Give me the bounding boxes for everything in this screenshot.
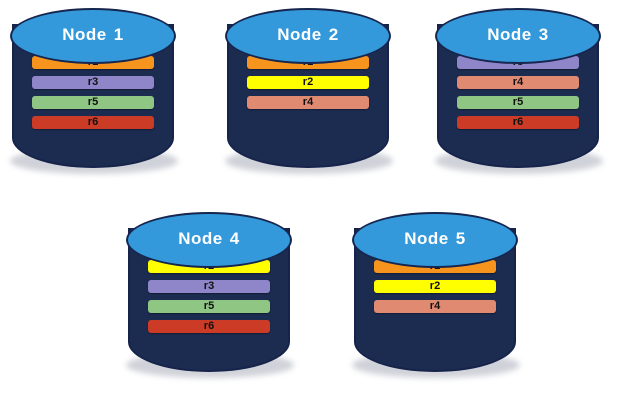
- record-label: r4: [429, 299, 441, 312]
- record-bar[interactable]: r5: [32, 96, 154, 109]
- record-bar[interactable]: r2: [374, 280, 496, 293]
- cylinder-lid: Node 2: [225, 8, 391, 64]
- node-title: Node 4: [178, 229, 239, 249]
- record-bar[interactable]: r3: [32, 76, 154, 89]
- record-label: r5: [87, 95, 99, 108]
- record-bar[interactable]: r6: [148, 320, 270, 333]
- record-list: r1r2r4: [374, 260, 496, 320]
- database-node-5[interactable]: r1r2r4Node5: [342, 206, 528, 386]
- node-title-number: 1: [113, 25, 124, 44]
- record-label: r5: [512, 95, 524, 108]
- record-list: r1r3r5r6: [32, 56, 154, 136]
- node-title-number: 3: [538, 25, 549, 44]
- record-bar[interactable]: r2: [247, 76, 369, 89]
- database-node-3[interactable]: r3r4r5r6Node3: [425, 2, 611, 182]
- node-title-number: 5: [455, 229, 466, 248]
- node-title-number: 4: [229, 229, 240, 248]
- record-list: r2r3r5r6: [148, 260, 270, 340]
- record-bar[interactable]: r3: [148, 280, 270, 293]
- node-title: Node 3: [487, 25, 548, 45]
- record-label: r3: [203, 279, 215, 292]
- node-title: Node 2: [277, 25, 338, 45]
- node-title-prefix: Node: [62, 25, 107, 44]
- record-label: r2: [429, 279, 441, 292]
- record-list: r3r4r5r6: [457, 56, 579, 136]
- node-title-prefix: Node: [404, 229, 449, 248]
- record-label: r4: [302, 95, 314, 108]
- record-bar[interactable]: r6: [457, 116, 579, 129]
- record-label: r5: [203, 299, 215, 312]
- record-bar[interactable]: r4: [457, 76, 579, 89]
- record-label: r6: [87, 115, 99, 128]
- record-label: r4: [512, 75, 524, 88]
- node-title-prefix: Node: [277, 25, 322, 44]
- database-node-2[interactable]: r1r2r4Node2: [215, 2, 401, 182]
- record-label: r2: [302, 75, 314, 88]
- record-bar[interactable]: r5: [148, 300, 270, 313]
- cylinder-lid: Node 3: [435, 8, 601, 64]
- record-label: r6: [203, 319, 215, 332]
- cylinder-lid: Node 1: [10, 8, 176, 64]
- node-title: Node 5: [404, 229, 465, 249]
- record-bar[interactable]: r6: [32, 116, 154, 129]
- record-label: r3: [87, 75, 99, 88]
- record-list: r1r2r4: [247, 56, 369, 116]
- database-node-4[interactable]: r2r3r5r6Node4: [116, 206, 302, 386]
- node-title-prefix: Node: [178, 229, 223, 248]
- record-bar[interactable]: r4: [247, 96, 369, 109]
- node-title-number: 2: [328, 25, 339, 44]
- cylinder-lid: Node 5: [352, 212, 518, 268]
- cylinder-lid: Node 4: [126, 212, 292, 268]
- record-label: r6: [512, 115, 524, 128]
- record-bar[interactable]: r4: [374, 300, 496, 313]
- node-title-prefix: Node: [487, 25, 532, 44]
- database-node-1[interactable]: r1r3r5r6Node1: [0, 2, 186, 182]
- record-bar[interactable]: r5: [457, 96, 579, 109]
- node-title: Node 1: [62, 25, 123, 45]
